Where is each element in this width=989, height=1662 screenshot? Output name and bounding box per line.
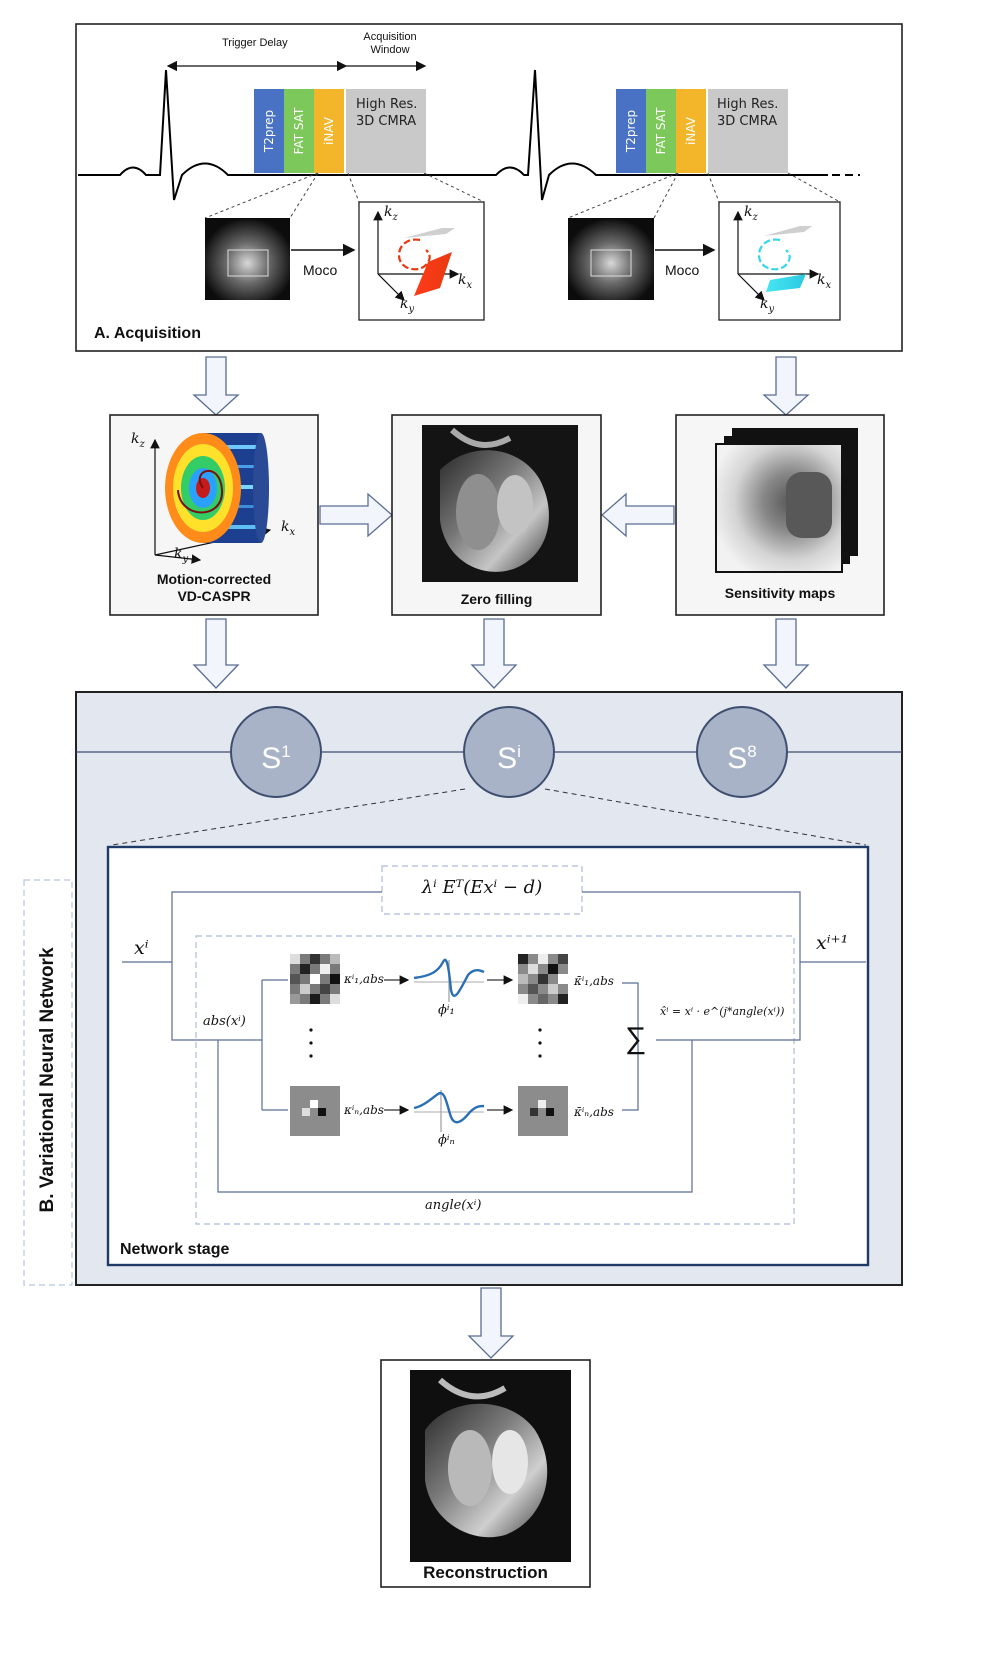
stage-1-sup: 1 [281, 742, 291, 761]
zero-filling-caption: Zero filling [460, 591, 533, 607]
kx-text: k [458, 272, 467, 288]
phase-restore-formula: x̂ⁱ = xⁱ · e^(j*angle(xⁱ)) [660, 1005, 785, 1018]
caspr-caption: Motion-corrected VD-CASPR [110, 571, 318, 605]
activation-n-label: ϕⁱₙ [438, 1133, 455, 1148]
t2prep-text-right: T2prep [624, 109, 638, 153]
kx-label-right: kx [817, 272, 832, 291]
caspr-ky-text: k [174, 546, 183, 562]
inav-image-right [568, 218, 654, 300]
caspr-caption-line2: VD-CASPR [177, 588, 251, 604]
ky-text-right: k [760, 296, 769, 312]
sum-symbol: ∑ [625, 1022, 647, 1055]
caspr-kz-text: k [131, 431, 140, 447]
ky-text: k [400, 296, 409, 312]
ky-label-left: ky [400, 296, 415, 315]
kernel-image-1 [290, 954, 340, 1004]
caspr-kz-label: kz [131, 431, 145, 450]
inav-image-left [205, 218, 290, 300]
moco-label-right: Moco [665, 262, 700, 278]
kernel-image-n [290, 1086, 340, 1136]
t2prep-text: T2prep [262, 109, 276, 153]
kspace-inset-left [358, 201, 485, 321]
angle-label: angle(xⁱ) [425, 1198, 482, 1213]
fatsat-text: FAT SAT [292, 107, 306, 155]
kernel-n-label: κⁱₙ,abs [344, 1103, 384, 1117]
moco-label-left: Moco [303, 262, 338, 278]
caspr-cylinder [165, 433, 269, 543]
reconstruction-caption: Reconstruction [423, 1563, 548, 1582]
kspace-inset-right [718, 201, 841, 321]
high-res-block-left [346, 89, 426, 173]
activation-1-label: ϕⁱ₁ [438, 1003, 455, 1018]
caspr-ky-label: ky [174, 546, 189, 565]
stage-circle-8: S8 [696, 706, 788, 798]
x-input-label: xⁱ [134, 937, 149, 959]
inav-block-right: iNAV [676, 89, 706, 173]
kz-label-right: kz [744, 204, 758, 223]
kx-label-left: kx [458, 272, 473, 291]
data-consistency-term: λⁱ Eᵀ(Exⁱ − d) [421, 877, 543, 898]
high-res-block-right [708, 89, 788, 173]
caspr-kx-label: kx [281, 519, 296, 538]
abs-label: abs(xⁱ) [203, 1014, 246, 1029]
caspr-caption-line1: Motion-corrected [156, 571, 272, 587]
block-arrows [192, 356, 810, 1359]
acquisition-title: A. Acquisition [94, 325, 201, 342]
stage-8-sup: 8 [747, 742, 757, 761]
t2prep-block-right: T2prep [616, 89, 646, 173]
acq-window-line2: Window [370, 44, 410, 56]
stage-8-base: S [727, 742, 748, 775]
kernel-image-1-bar [518, 954, 568, 1004]
trigger-delay-label: Trigger Delay [222, 37, 288, 49]
stage-circle-i: Si [463, 706, 555, 798]
high-res-line2: 3D CMRA [356, 114, 417, 129]
high-res-line1: High Res. [356, 97, 418, 112]
high-res-line2-right: 3D CMRA [717, 114, 778, 129]
stage-i-sup: i [517, 742, 521, 761]
fatsat-text-right: FAT SAT [654, 107, 668, 155]
fatsat-block-left: FAT SAT [284, 89, 314, 173]
ecg-trace [78, 69, 828, 201]
kernel-n-transpose-label: κ̄ⁱₙ,abs [574, 1105, 614, 1119]
activation-plot-1 [413, 958, 485, 1002]
kx-text-right: k [817, 272, 826, 288]
acquisition-window-label: Acquisition Window [355, 31, 425, 57]
inav-block-left: iNAV [314, 89, 344, 173]
kernel-1-label: κⁱ₁,abs [344, 972, 384, 986]
acq-window-line1: Acquisition [363, 31, 417, 43]
kernel-image-n-bar [518, 1086, 568, 1136]
sensitivity-caption: Sensitivity maps [724, 585, 836, 601]
network-stage-label: Network stage [120, 1241, 230, 1258]
ky-label-right: ky [760, 296, 775, 315]
kz-label-left: kz [384, 204, 398, 223]
x-output-label: xⁱ⁺¹ [816, 932, 849, 954]
inav-text: iNAV [322, 117, 336, 145]
network-stage-panel [106, 845, 870, 1267]
kz-text: k [384, 204, 393, 220]
kz-text-right: k [744, 204, 753, 220]
activation-plot-n [413, 1090, 485, 1132]
inav-text-right: iNAV [684, 117, 698, 145]
high-res-text-left: High Res. 3D CMRA [356, 96, 417, 130]
caspr-kx-text: k [281, 519, 290, 535]
stage-i-base: S [497, 742, 518, 775]
high-res-text-right: High Res. 3D CMRA [717, 96, 778, 130]
t2prep-block-left: T2prep [254, 89, 284, 173]
stage-1-base: S [261, 742, 282, 775]
stage-circle-1: S1 [230, 706, 322, 798]
high-res-line1-right: High Res. [717, 97, 779, 112]
vnn-title: B. Variational Neural Network [37, 947, 58, 1213]
kernel-1-transpose-label: κ̄ⁱ₁,abs [574, 974, 614, 988]
fatsat-block-right: FAT SAT [646, 89, 676, 173]
